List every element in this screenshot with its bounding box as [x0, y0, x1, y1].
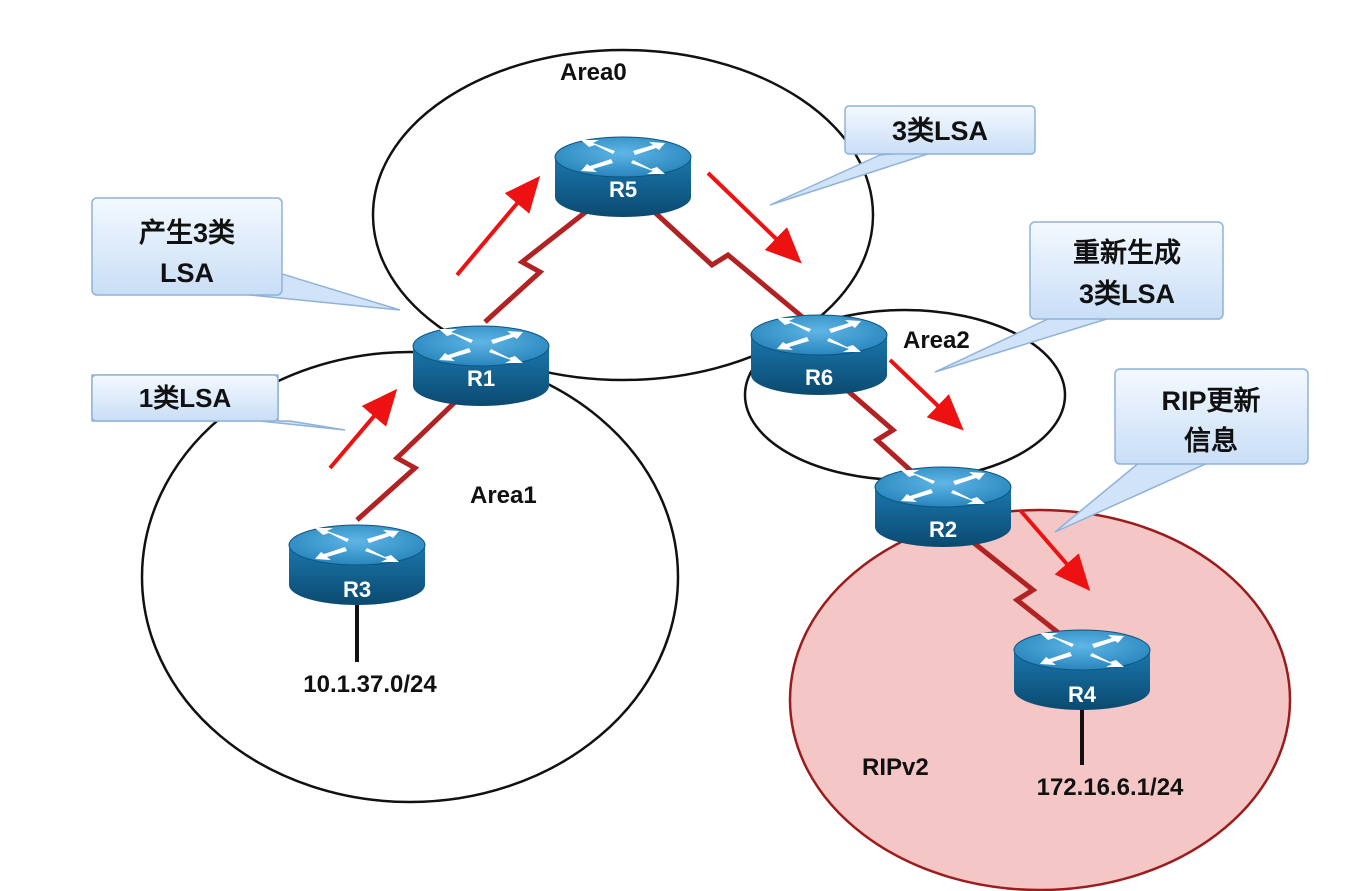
link-r3-r1 [355, 376, 482, 522]
router-arrows-icon [1040, 633, 1124, 667]
router-r2-label: R2 [929, 517, 957, 542]
flow-arrow-r6-r2 [888, 358, 964, 431]
link-r5-r6 [623, 183, 820, 332]
router-r3-label: R3 [343, 577, 371, 602]
callout-regenerate-type3-lsa: 重新生成 3类LSA [934, 221, 1224, 373]
router-r3[interactable]: R3 [288, 524, 426, 605]
router-r4-label: R4 [1068, 682, 1097, 707]
callout-type3-lsa: 3类LSA [769, 105, 1036, 206]
router-r5-label: R5 [609, 177, 637, 202]
network-r3-label: 10.1.37.0/24 [303, 671, 437, 698]
link-r6-r2 [816, 363, 942, 499]
callout-regenerate-type3-line2: 3类LSA [1079, 279, 1175, 309]
router-r5[interactable]: R5 [554, 136, 692, 217]
router-arrows-icon [901, 470, 985, 504]
flow-arrow-r2-r4 [1018, 508, 1091, 592]
router-arrows-icon [581, 140, 665, 174]
router-r1-label: R1 [467, 366, 495, 391]
callout-rip-update: RIP更新 信息 [1054, 368, 1309, 533]
router-r2[interactable]: R2 [874, 466, 1012, 547]
link-r1-r5 [483, 183, 622, 324]
router-r4[interactable]: R4 [1013, 629, 1151, 710]
callout-type3-line1: 3类LSA [892, 116, 988, 146]
area0-label: Area0 [560, 59, 627, 86]
router-r6[interactable]: R6 [750, 314, 888, 395]
flow-arrow-r5-r6 [706, 171, 802, 264]
link-r2-r4 [943, 518, 1082, 652]
router-arrows-icon [777, 318, 861, 352]
callout-type1-line1: 1类LSA [139, 383, 232, 413]
router-arrows-icon [315, 528, 399, 562]
callout-type1-lsa: 1类LSA [91, 374, 346, 431]
area1-boundary [140, 350, 680, 804]
area0-boundary [371, 48, 875, 382]
callout-rip-update-line2: 信息 [1184, 425, 1238, 456]
callout-generate-type3-lsa: 产生3类 LSA [91, 197, 401, 311]
callout-regenerate-type3-line1: 重新生成 [1073, 237, 1181, 268]
area2-label: Area2 [903, 327, 970, 354]
router-r1[interactable]: R1 [412, 325, 550, 406]
area1-label: Area1 [470, 482, 537, 509]
callout-generate-type3-line1: 产生3类 [139, 218, 235, 248]
callout-generate-type3-line2: LSA [160, 258, 214, 288]
network-r4-label: 172.16.6.1/24 [1037, 774, 1184, 801]
flow-arrow-r1-r5 [455, 175, 541, 277]
router-arrows-icon [439, 329, 523, 363]
rip-domain-label: RIPv2 [862, 754, 929, 781]
flow-arrow-r3-r1 [328, 388, 398, 470]
router-r6-label: R6 [805, 365, 833, 390]
callout-rip-update-line1: RIP更新 [1161, 385, 1260, 416]
